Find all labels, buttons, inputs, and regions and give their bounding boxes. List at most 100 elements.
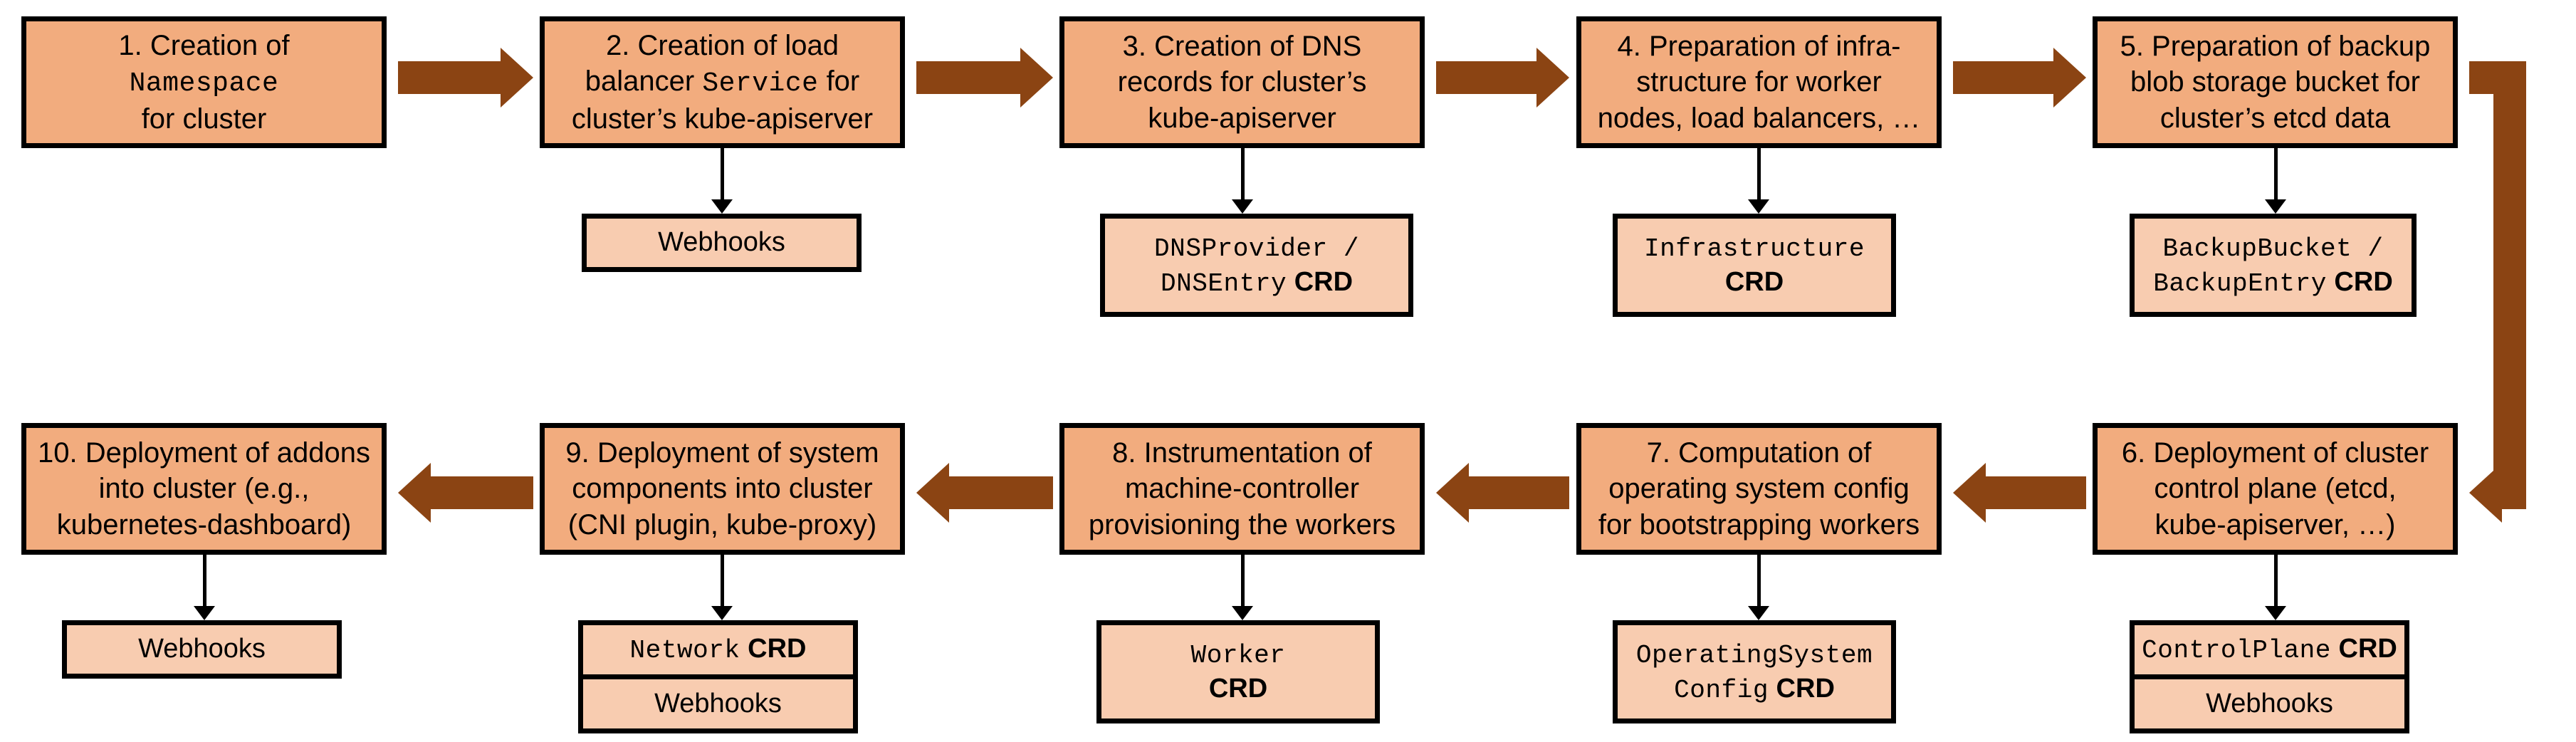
connector-arrowhead xyxy=(1748,606,1769,620)
arrow-shaft xyxy=(1436,61,1536,94)
text-line: control plane (etcd, xyxy=(2154,471,2396,506)
text-line: blob storage bucket for xyxy=(2130,64,2420,100)
text-run: for xyxy=(818,66,860,98)
text-line: Infrastructure xyxy=(1644,231,1865,265)
text-line: BackupBucket / xyxy=(2162,231,2383,265)
connector-arrowhead xyxy=(711,199,733,214)
text-line: Webhooks xyxy=(2206,687,2333,721)
connector-arrowhead xyxy=(2265,199,2286,214)
text-run: records for cluster’s xyxy=(1117,66,1367,98)
text-run: CRD xyxy=(2330,634,2397,664)
text-run: provisioning the workers xyxy=(1088,508,1396,540)
text-line: 8. Instrumentation of xyxy=(1112,435,1372,471)
text-run: for cluster xyxy=(141,103,267,135)
text-run: CRD xyxy=(2326,266,2393,297)
text-run: BackupEntry xyxy=(2153,268,2327,298)
text-line: CRD xyxy=(1209,672,1267,706)
text-line: kube-apiserver xyxy=(1148,100,1336,136)
text-run: CRD xyxy=(1208,673,1268,704)
connector-line xyxy=(1241,148,1245,200)
text-line: provisioning the workers xyxy=(1089,507,1396,543)
text-run: OperatingSystem xyxy=(1635,641,1873,671)
text-run: DNSEntry xyxy=(1160,268,1287,298)
arrow-shaft xyxy=(398,61,501,94)
artifact-box-10[interactable]: Webhooks xyxy=(62,620,342,679)
arrow-head xyxy=(398,463,431,523)
text-run: kube-apiserver xyxy=(1148,102,1336,134)
text-line: 7. Computation of xyxy=(1647,435,1872,471)
text-run: Webhooks xyxy=(2206,688,2333,719)
text-run: kubernetes-dashboard) xyxy=(56,508,352,540)
text-run: Service xyxy=(702,68,819,100)
text-run: Worker xyxy=(1190,641,1286,671)
text-run: CRD xyxy=(1287,266,1354,297)
elbow-arrowhead xyxy=(2469,463,2502,523)
text-line: Config CRD xyxy=(1674,672,1835,706)
text-line: 10. Deployment of addons xyxy=(38,435,370,471)
text-line: 1. Creation of xyxy=(118,28,289,63)
text-run: structure for worker xyxy=(1636,66,1882,98)
text-run: cluster’s etcd data xyxy=(2159,102,2391,134)
text-run: Webhooks xyxy=(654,688,782,719)
step-box-4[interactable]: 4. Preparation of infra-structure for wo… xyxy=(1576,16,1942,148)
text-line: DNSEntry CRD xyxy=(1161,266,1353,300)
text-line: ControlPlane CRD xyxy=(2142,632,2397,667)
text-run: CRD xyxy=(1724,266,1784,297)
text-run: ControlPlane xyxy=(2142,636,2331,666)
text-line: BackupEntry CRD xyxy=(2153,266,2393,300)
text-run: 4. Preparation of infra- xyxy=(1617,30,1901,62)
text-run: 8. Instrumentation of xyxy=(1112,437,1372,469)
text-line: nodes, load balancers, … xyxy=(1598,100,1921,136)
text-run: 9. Deployment of system xyxy=(565,437,879,469)
elbow-bottom-segment xyxy=(2502,476,2526,509)
text-line: Webhooks xyxy=(654,687,782,721)
connector-arrowhead xyxy=(1232,606,1253,620)
text-line: Webhooks xyxy=(658,226,785,260)
connector-line xyxy=(2274,555,2278,607)
text-run: Infrastructure xyxy=(1643,234,1865,264)
artifact-box-6[interactable]: ControlPlane CRD Webhooks xyxy=(2130,620,2409,733)
connector-line xyxy=(1757,148,1761,200)
text-run: (CNI plugin, kube-proxy) xyxy=(567,508,877,540)
elbow-vertical-segment xyxy=(2493,61,2526,509)
connector-line xyxy=(721,148,724,200)
step-box-3[interactable]: 3. Creation of DNS records for cluster’s k… xyxy=(1059,16,1425,148)
connector-line xyxy=(203,555,206,607)
text-run: cluster’s kube-apiserver xyxy=(571,103,874,135)
text-line: Webhooks xyxy=(138,632,266,667)
artifact-box-3[interactable]: DNSProvider /DNSEntry CRD xyxy=(1100,214,1413,317)
artifact-box-2[interactable]: Webhooks xyxy=(582,214,862,272)
text-run: Namespace xyxy=(129,68,279,100)
connector-line xyxy=(1241,555,1245,607)
artifact-box-9[interactable]: Network CRD Webhooks xyxy=(578,620,858,733)
arrow-shaft xyxy=(1953,61,2053,94)
artifact-row: Network CRD xyxy=(583,625,853,674)
text-line: for cluster xyxy=(142,101,267,137)
arrow-shaft xyxy=(916,61,1020,94)
arrow-head xyxy=(1953,463,1986,523)
text-run: 2. Creation of load xyxy=(606,29,839,61)
text-run: nodes, load balancers, … xyxy=(1597,102,1921,134)
text-line: Namespace xyxy=(130,63,279,101)
artifact-box-5[interactable]: BackupBucket /BackupEntry CRD xyxy=(2130,214,2417,317)
arrow-shaft xyxy=(949,476,1053,509)
text-run: 3. Creation of DNS xyxy=(1122,30,1362,62)
text-run: DNSProvider / xyxy=(1154,234,1359,264)
text-run: Config xyxy=(1674,675,1769,705)
text-run: CRD xyxy=(740,634,807,664)
text-run: BackupBucket / xyxy=(2162,234,2384,264)
text-line: 4. Preparation of infra- xyxy=(1618,28,1901,64)
text-run: machine-controller xyxy=(1124,473,1360,505)
